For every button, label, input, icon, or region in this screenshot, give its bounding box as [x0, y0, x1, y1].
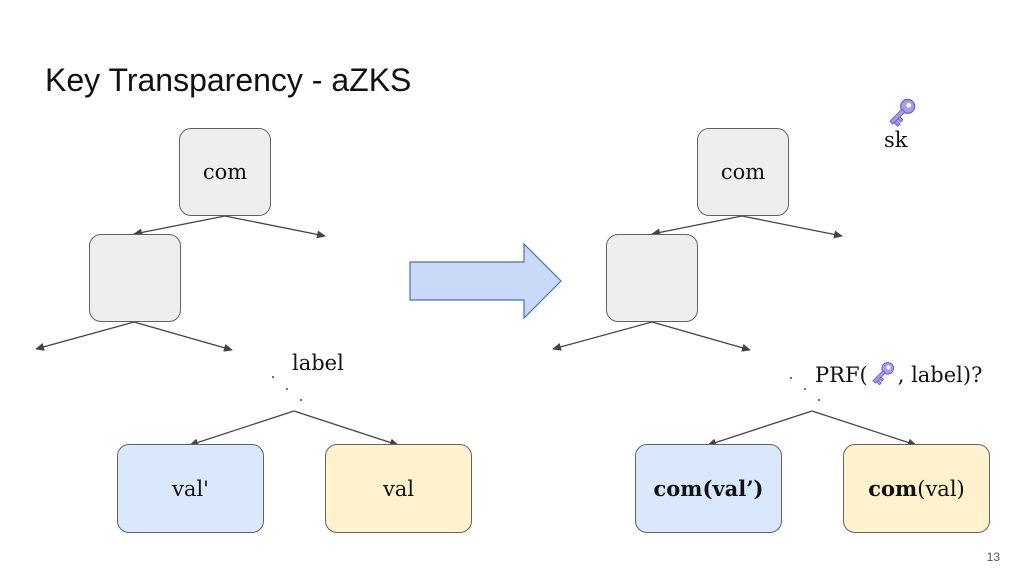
edge-right-root-to-inner	[651, 215, 743, 237]
left-inner-node	[89, 234, 181, 322]
left-leaf-blue: val'	[117, 444, 264, 533]
left-leaf-yellow-label: val	[382, 476, 415, 501]
edge-left-inner-to-left	[35, 321, 135, 351]
right-leaf-yellow-label: com(val)	[868, 476, 965, 501]
page-number: 13	[986, 550, 1000, 564]
edge-right-inner-to-left	[552, 321, 653, 351]
ellipsis-dot	[804, 388, 806, 390]
key-icon	[872, 361, 894, 386]
right-inner-node	[606, 234, 698, 322]
edge-left-root-to-inner	[133, 215, 226, 237]
edge-right-inner-to-right	[651, 321, 751, 352]
left-leaf-yellow: val	[325, 444, 472, 533]
right-root-label: com	[720, 160, 766, 184]
right-root-node: com	[697, 128, 789, 216]
ellipsis-dot	[286, 388, 288, 390]
ellipsis-dot	[300, 399, 302, 401]
right-leaf-blue: com(val’)	[635, 444, 782, 533]
ellipsis-dot	[818, 399, 820, 401]
prf-label: PRF( , label)?	[815, 358, 982, 388]
right-leaf-yellow: com(val)	[843, 444, 990, 533]
prf-prefix: PRF(	[815, 363, 868, 387]
edge-right-bottom-to-blue	[707, 410, 813, 447]
slide-title: Key Transparency - aZKS	[45, 62, 412, 98]
edge-right-root-to-right	[741, 215, 843, 239]
key-icon	[889, 98, 916, 127]
left-root-label: com	[202, 160, 248, 184]
edge-right-bottom-to-yellow	[811, 410, 917, 447]
edge-left-inner-to-right	[133, 321, 233, 352]
right-leaf-yellow-rest: (val)	[917, 477, 965, 501]
left-root-node: com	[179, 128, 271, 216]
right-leaf-blue-label: com(val’)	[653, 476, 764, 501]
left-edge-label: label	[292, 351, 344, 375]
edge-left-root-to-right	[224, 215, 326, 239]
left-leaf-blue-label: val'	[172, 476, 209, 501]
edge-left-bottom-to-blue	[189, 410, 295, 447]
edge-left-bottom-to-yellow	[293, 410, 399, 447]
ellipsis-dot	[272, 376, 274, 378]
ellipsis-dot	[790, 377, 792, 379]
prf-suffix: , label)?	[897, 363, 983, 387]
right-leaf-yellow-bold: com	[868, 476, 918, 501]
right-arrow-icon	[409, 242, 562, 320]
secret-key-label: sk	[884, 128, 908, 152]
